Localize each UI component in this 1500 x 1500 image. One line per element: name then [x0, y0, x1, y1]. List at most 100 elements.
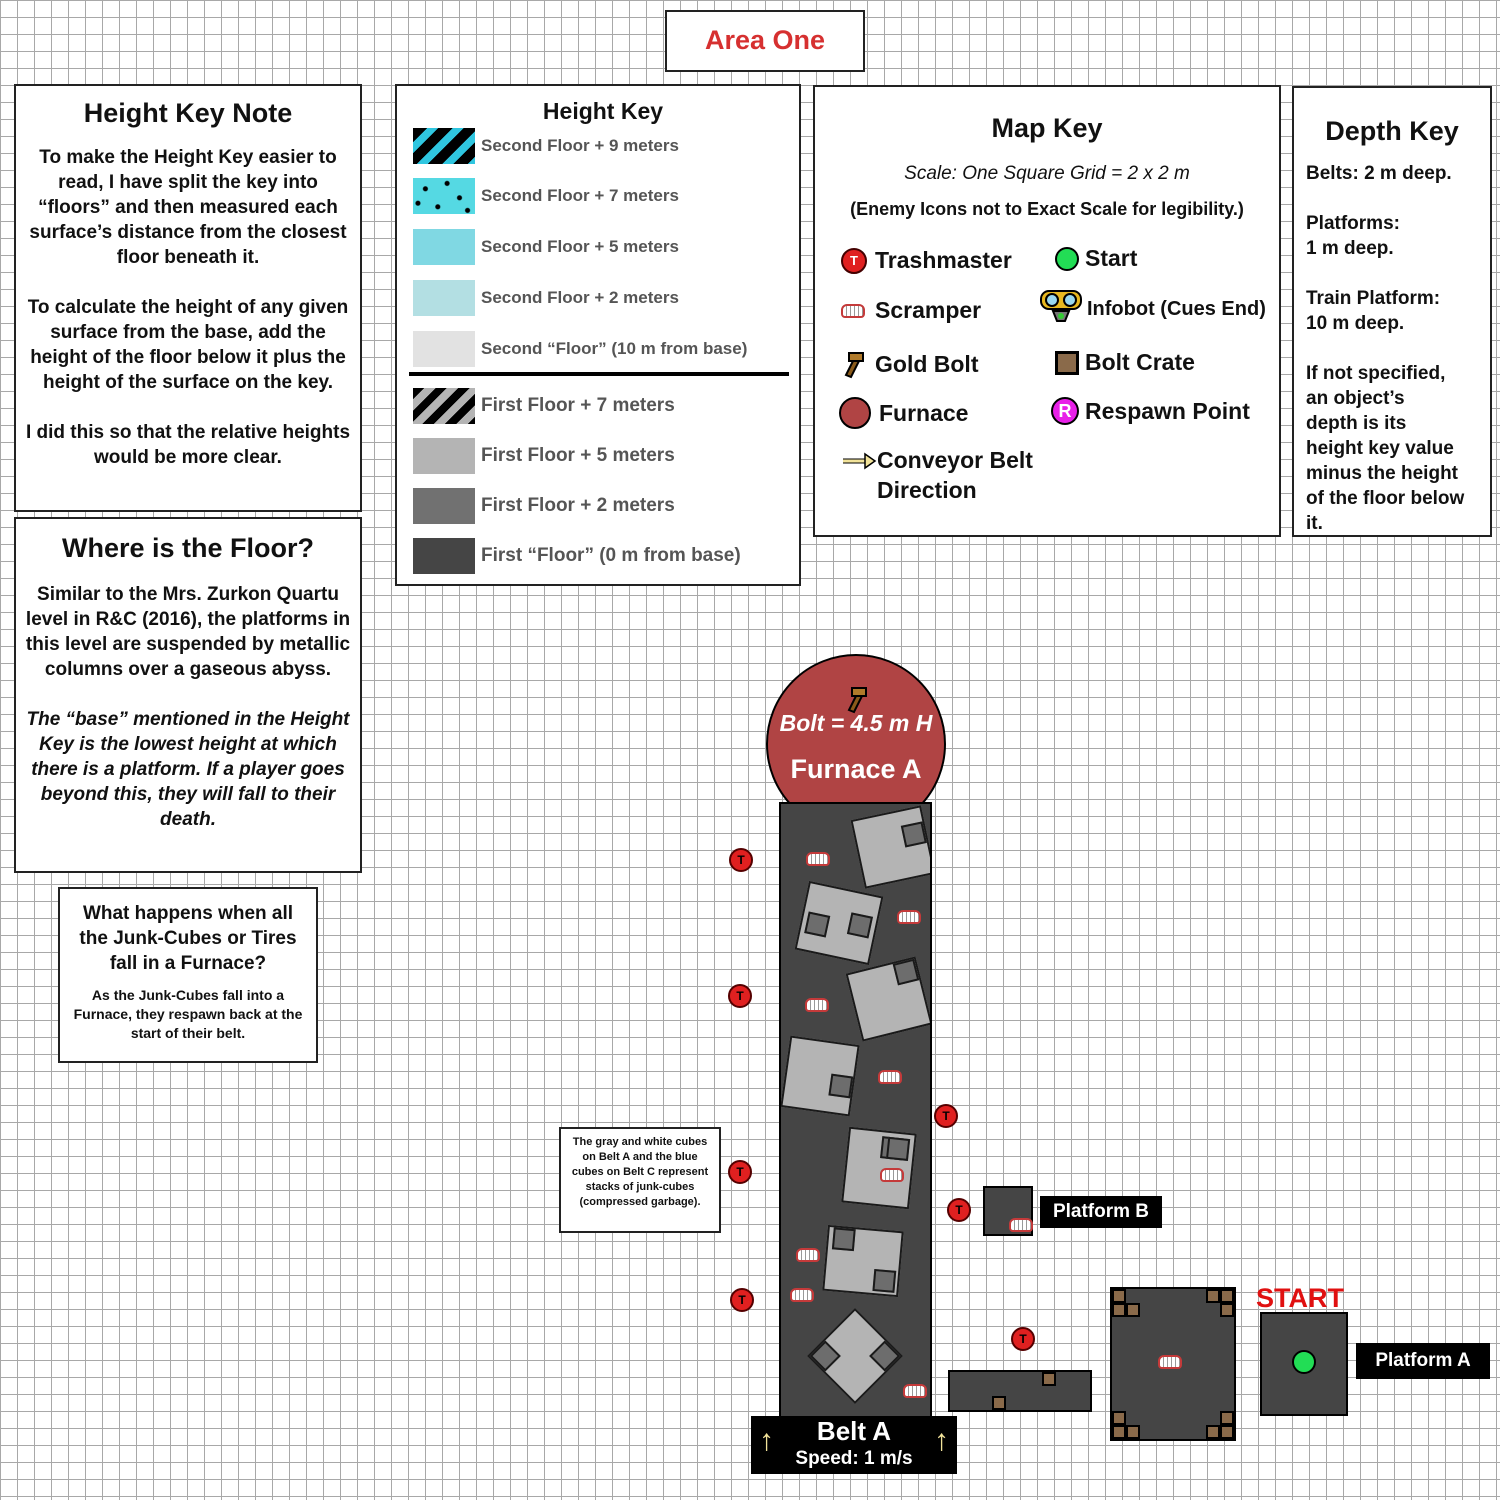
junk-cube-stack — [845, 956, 930, 1042]
scramper-icon[interactable] — [1158, 1355, 1182, 1369]
scramper-icon[interactable] — [1009, 1218, 1033, 1232]
scramper-icon[interactable] — [806, 852, 830, 866]
crate-platform[interactable] — [1110, 1287, 1236, 1441]
hk-label: Second Floor + 2 meters — [481, 288, 679, 307]
trashmaster-icon[interactable]: T — [947, 1198, 971, 1222]
junk-cube-stack — [806, 1307, 904, 1405]
trashmaster-icon[interactable]: T — [730, 1288, 754, 1312]
trashmaster-icon[interactable]: T — [728, 1160, 752, 1184]
trashmaster-icon: T — [841, 247, 867, 274]
height-key-note-title: Height Key Note — [83, 98, 293, 128]
hk-second-2: Second Floor + 2 meters — [413, 280, 679, 316]
height-key-divider — [409, 372, 789, 376]
scramper-icon[interactable] — [878, 1070, 902, 1084]
depth-line — [1306, 186, 1478, 211]
belt-a-label: ↑ ↑ Belt A Speed: 1 m/s — [751, 1416, 957, 1474]
depth-key-panel: Depth Key Belts: 2 m deep. Platforms: 1 … — [1292, 86, 1492, 537]
furnace-icon — [839, 397, 871, 429]
hk-first-floor: First “Floor” (0 m from base) — [413, 538, 741, 574]
mk-label: Conveyor Belt — [877, 447, 1033, 473]
mk-label: Start — [1085, 245, 1138, 271]
belt-arrow-left-icon: ↑ — [759, 1424, 774, 1457]
area-title-box: Area One — [665, 10, 865, 72]
bolt-crate-icon[interactable] — [1220, 1411, 1234, 1425]
junk-cube-stack — [841, 1126, 917, 1210]
belt-a-speed: Speed: 1 m/s — [795, 1448, 913, 1469]
mk-trashmaster: T Trashmaster — [841, 247, 1012, 274]
scramper-icon[interactable] — [880, 1168, 904, 1182]
bolt-crate-icon[interactable] — [1126, 1303, 1140, 1317]
hk-label: Second “Floor” (10 m from base) — [481, 339, 748, 358]
hk-second-7: Second Floor + 7 meters — [413, 178, 679, 214]
scramper-icon[interactable] — [897, 910, 921, 924]
junk-note-panel: What happens when all the Junk-Cubes or … — [58, 887, 318, 1063]
scramper-icon[interactable] — [796, 1248, 820, 1262]
height-key-note-p1: To make the Height Key easier to read, I… — [29, 147, 347, 268]
bolt-crate-icon[interactable] — [1206, 1425, 1220, 1439]
start-icon — [1055, 246, 1079, 271]
scramper-icon[interactable] — [805, 998, 829, 1012]
scramper-icon[interactable] — [903, 1384, 927, 1398]
bolt-crate-icon[interactable] — [1220, 1425, 1234, 1439]
bolt-crate-icon[interactable] — [1112, 1303, 1126, 1317]
furnace-a-label: Furnace A — [790, 754, 922, 784]
mk-label: Bolt Crate — [1085, 349, 1195, 375]
cube-note: The gray and white cubes on Belt A and t… — [559, 1127, 721, 1233]
depth-line: minus the height — [1306, 463, 1458, 484]
swatch-second-9 — [413, 128, 475, 164]
hk-label: First Floor + 2 meters — [481, 495, 675, 516]
hk-label: Second Floor + 5 meters — [481, 237, 679, 256]
hk-second-floor: Second “Floor” (10 m from base) — [413, 331, 747, 367]
where-floor-p2: The “base” mentioned in the Height Key i… — [20, 707, 356, 832]
belt-a-name: Belt A — [816, 1416, 892, 1446]
bolt-crate-icon[interactable] — [1206, 1289, 1220, 1303]
start-icon[interactable] — [1292, 1350, 1316, 1374]
depth-key-lines: Belts: 2 m deep. Platforms: 1 m deep. Tr… — [1306, 161, 1478, 536]
platform-b[interactable] — [983, 1186, 1033, 1236]
platform-a[interactable] — [1260, 1312, 1348, 1416]
hk-label: First Floor + 7 meters — [481, 395, 675, 416]
swatch-second-5 — [413, 229, 475, 265]
mk-furnace: Furnace — [839, 397, 968, 429]
belt-a — [779, 802, 932, 1420]
map-key-panel: Map Key Scale: One Square Grid = 2 x 2 m… — [813, 85, 1281, 537]
hk-first-7: First Floor + 7 meters — [413, 388, 675, 424]
bolt-crate-icon[interactable] — [1220, 1289, 1234, 1303]
bolt-crate-icon[interactable] — [1042, 1372, 1056, 1386]
depth-line — [1306, 336, 1478, 361]
depth-key-title: Depth Key — [1325, 116, 1459, 146]
platform-a-label: Platform A — [1356, 1343, 1490, 1379]
bolt-crate-icon[interactable] — [1220, 1303, 1234, 1317]
swatch-first-floor — [413, 538, 475, 574]
depth-line: 1 m deep. — [1306, 238, 1394, 259]
hk-second-5: Second Floor + 5 meters — [413, 229, 679, 265]
bolt-crate-icon[interactable] — [1112, 1425, 1126, 1439]
bolt-crate-icon[interactable] — [1126, 1425, 1140, 1439]
trashmaster-icon[interactable]: T — [934, 1104, 958, 1128]
height-key-note-panel: Height Key Note To make the Height Key e… — [14, 84, 362, 512]
trashmaster-icon[interactable]: T — [1011, 1327, 1035, 1351]
mk-start: Start — [1055, 245, 1137, 272]
area-title: Area One — [704, 25, 826, 55]
swatch-second-floor — [413, 331, 475, 367]
scramper-icon — [841, 303, 865, 318]
where-floor-title: Where is the Floor? — [61, 533, 315, 563]
bolt-crate-icon[interactable] — [1112, 1411, 1126, 1425]
where-floor-p2-text: The “base” mentioned in the Height Key i… — [26, 709, 350, 830]
trashmaster-icon[interactable]: T — [729, 848, 753, 872]
height-key-note-p3: I did this so that the relative heights … — [25, 422, 351, 468]
depth-line: 10 m deep. — [1306, 313, 1405, 334]
infobot-icon — [1040, 290, 1082, 322]
bridge-platform[interactable] — [948, 1370, 1092, 1412]
mk-label: Scramper — [875, 297, 982, 323]
scramper-icon[interactable] — [790, 1288, 814, 1302]
bolt-crate-icon[interactable] — [992, 1396, 1006, 1410]
hk-label: First “Floor” (0 m from base) — [481, 545, 741, 566]
trashmaster-icon[interactable]: T — [728, 984, 752, 1008]
bolt-crate-icon[interactable] — [1112, 1289, 1126, 1303]
height-key-panel: Height Key Second Floor + 9 meters Secon… — [395, 84, 801, 586]
conveyor-arrow-icon — [843, 452, 877, 470]
depth-line: If not specified, — [1306, 363, 1446, 384]
map-key-title: Map Key — [991, 113, 1103, 143]
where-floor-panel: Where is the Floor? Similar to the Mrs. … — [14, 517, 362, 873]
